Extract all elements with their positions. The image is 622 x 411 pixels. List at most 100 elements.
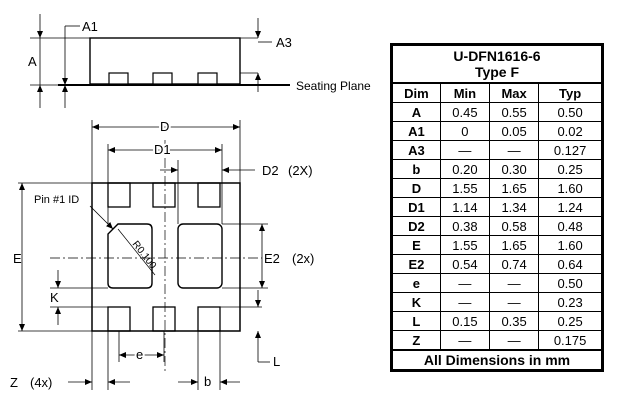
label-radius: R0.100 [130, 239, 159, 272]
cell-typ: 0.64 [538, 254, 602, 274]
header-max: Max [489, 82, 540, 103]
cell-typ: 0.127 [538, 140, 602, 160]
cell-max: 0.55 [489, 102, 540, 122]
label-d1: D1 [154, 142, 171, 157]
side-lead [108, 72, 129, 85]
cell-min: 0.15 [439, 311, 491, 331]
cell-min: — [439, 140, 491, 160]
cell-typ: 0.50 [538, 273, 602, 293]
cell-min: 1.14 [439, 197, 491, 217]
header-min: Min [439, 82, 491, 103]
cell-dim: E [392, 235, 441, 255]
cell-dim: E2 [392, 254, 441, 274]
cell-min: — [439, 330, 491, 351]
pad [107, 182, 131, 208]
cell-dim: L [392, 311, 441, 331]
cell-typ: 0.02 [538, 121, 602, 141]
side-lead [152, 72, 173, 85]
cell-min: 0.38 [439, 216, 491, 236]
cell-min: 1.55 [439, 178, 491, 198]
label-a3: A3 [276, 35, 292, 50]
package-drawing: A1 A A3 Seating Plane [10, 14, 371, 391]
cell-min: — [439, 273, 491, 293]
cell-min: 0.45 [439, 102, 491, 122]
cell-max: — [489, 140, 540, 160]
cell-max: 0.30 [489, 159, 540, 179]
pad [197, 306, 221, 332]
pad [107, 306, 131, 332]
cell-typ: 0.25 [538, 159, 602, 179]
cell-min: 1.55 [439, 235, 491, 255]
cell-min: — [439, 292, 491, 312]
cell-typ: 0.48 [538, 216, 602, 236]
label-d2-count: (2X) [288, 163, 313, 178]
cell-max: 0.35 [489, 311, 540, 331]
header-dim: Dim [392, 82, 441, 103]
label-e2: E2 [264, 251, 280, 266]
cell-max: 1.34 [489, 197, 540, 217]
cell-dim: b [392, 159, 441, 179]
cell-dim: e [392, 273, 441, 293]
table-row: K——0.23 [392, 292, 602, 312]
label-d: D [160, 119, 169, 134]
cell-max: — [489, 292, 540, 312]
label-a1: A1 [82, 19, 98, 34]
cell-dim: D2 [392, 216, 441, 236]
cell-typ: 1.24 [538, 197, 602, 217]
cell-dim: D [392, 178, 441, 198]
cell-max: 0.74 [489, 254, 540, 274]
cell-min: 0.20 [439, 159, 491, 179]
cell-typ: 0.50 [538, 102, 602, 122]
cell-dim: A [392, 102, 441, 122]
label-pin1-id: Pin #1 ID [34, 194, 79, 206]
table-title-line2: Type F [474, 64, 520, 80]
cell-dim: Z [392, 330, 441, 351]
cell-dim: D1 [392, 197, 441, 217]
label-e: E [13, 251, 22, 266]
label-z: Z [10, 375, 18, 390]
side-view [30, 14, 290, 108]
side-lead [197, 72, 218, 85]
label-k: K [50, 290, 59, 305]
cell-typ: 1.60 [538, 235, 602, 255]
exposed-pad-right [177, 223, 223, 289]
table-header-row: Dim Min Max Typ [392, 82, 602, 103]
cell-typ: 0.23 [538, 292, 602, 312]
cell-dim: K [392, 292, 441, 312]
table-title-line1: U-DFN1616-6 [453, 48, 541, 64]
table-row: e——0.50 [392, 273, 602, 293]
label-seating-plane: Seating Plane [296, 79, 371, 93]
cell-max: 0.05 [489, 121, 540, 141]
label-l: L [273, 354, 280, 369]
table-title: U-DFN1616-6 Type F [392, 45, 602, 84]
exposed-pad-left [107, 223, 153, 289]
cell-min: 0.54 [439, 254, 491, 274]
label-z-count: (4x) [30, 375, 52, 390]
pad [152, 182, 176, 208]
table-row: Z——0.175 [392, 330, 602, 351]
table-row: A3——0.127 [392, 140, 602, 160]
label-b: b [204, 374, 211, 389]
package-outline [91, 182, 241, 332]
cell-max: — [489, 330, 540, 351]
label-a: A [28, 54, 37, 69]
cell-max: 1.65 [489, 235, 540, 255]
cell-dim: A1 [392, 121, 441, 141]
pad [152, 306, 176, 332]
bottom-view [18, 120, 270, 390]
pad [197, 182, 221, 208]
label-pitch-e: e [136, 347, 143, 362]
cell-max: — [489, 273, 540, 293]
